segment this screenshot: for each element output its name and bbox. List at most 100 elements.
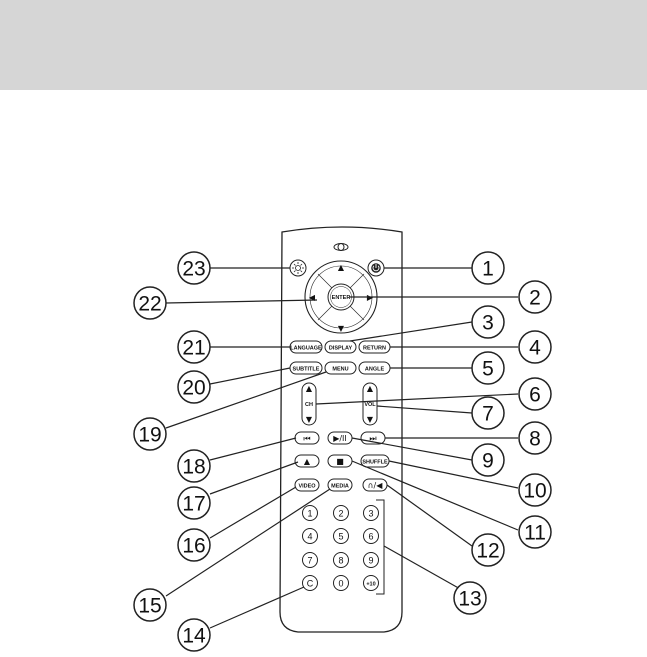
svg-text:22: 22 (138, 293, 161, 316)
up-arrow-icon: ▲ (338, 263, 345, 272)
volume-down-icon: ▼ (367, 415, 374, 424)
key-6[interactable]: 6 (364, 529, 379, 544)
channel-label: CH (305, 402, 313, 408)
down-arrow-icon: ▼ (338, 324, 345, 333)
key-2-label: 2 (338, 509, 343, 519)
callout-19: 19 (134, 418, 166, 450)
callout-8: 8 (519, 422, 551, 454)
display-button[interactable]: DISPLAY (325, 341, 356, 353)
callout-6: 6 (519, 378, 551, 410)
svg-text:21: 21 (182, 337, 205, 360)
volume-rocker[interactable]: ▲ VOL ▼ (363, 383, 377, 425)
svg-text:5: 5 (482, 358, 494, 381)
callout-17: 17 (178, 487, 210, 519)
svg-text:10: 10 (523, 480, 546, 503)
headphone-mute-icon: ∩/◀ (368, 481, 384, 490)
volume-up-icon: ▲ (367, 384, 374, 393)
power-icon (371, 263, 381, 273)
svg-text:2: 2 (529, 287, 541, 310)
callout-1: 1 (472, 252, 504, 284)
video-button[interactable]: VIDEO (295, 479, 319, 491)
video-label: VIDEO (298, 484, 316, 490)
menu-button[interactable]: MENU (325, 362, 356, 374)
callout-18: 18 (178, 450, 210, 482)
subtitle-label: SUBTITLE (293, 367, 320, 373)
callout-9: 9 (472, 444, 504, 476)
key-1[interactable]: 1 (303, 506, 318, 521)
svg-text:19: 19 (138, 424, 161, 447)
key-1-label: 1 (307, 509, 312, 519)
svg-text:13: 13 (458, 588, 481, 611)
key-0[interactable]: 0 (334, 576, 349, 591)
menu-label: MENU (332, 367, 348, 373)
eject-button[interactable]: ▲ (295, 455, 319, 467)
svg-text:8: 8 (529, 428, 541, 451)
svg-text:3: 3 (482, 312, 494, 335)
angle-button[interactable]: ANGLE (359, 362, 390, 374)
key-8[interactable]: 8 (334, 553, 349, 568)
dpad-down-button[interactable]: ▼ (338, 324, 345, 333)
svg-text:16: 16 (182, 535, 205, 558)
media-label: MEDIA (331, 484, 349, 490)
play-pause-button[interactable]: ▶/II (328, 432, 352, 444)
return-button[interactable]: RETURN (359, 341, 390, 353)
callout-11: 11 (519, 516, 551, 548)
key-7[interactable]: 7 (303, 553, 318, 568)
callout-13: 13 (454, 582, 486, 614)
svg-text:6: 6 (529, 384, 541, 407)
light-button[interactable] (290, 260, 306, 276)
angle-label: ANGLE (365, 367, 385, 373)
plus10-label: +10 (366, 582, 375, 588)
svg-text:18: 18 (182, 456, 205, 479)
media-button[interactable]: MEDIA (328, 479, 352, 491)
callout-23: 23 (178, 252, 210, 284)
headphone-mute-button[interactable]: ∩/◀ (363, 479, 387, 491)
callout-14: 14 (178, 619, 210, 651)
svg-text:17: 17 (182, 493, 205, 516)
callout-5: 5 (472, 352, 504, 384)
play-pause-icon: ▶/II (333, 434, 347, 443)
clear-label: C (307, 579, 314, 589)
svg-text:23: 23 (182, 258, 205, 281)
language-button[interactable]: LANGUAGE (290, 341, 322, 353)
svg-text:15: 15 (138, 595, 161, 618)
svg-text:14: 14 (182, 625, 206, 648)
svg-text:4: 4 (529, 337, 541, 360)
eject-icon: ▲ (304, 457, 311, 466)
key-4-label: 4 (307, 532, 312, 542)
key-8-label: 8 (338, 556, 343, 566)
callout-3: 3 (472, 306, 504, 338)
callout-4: 4 (519, 331, 551, 363)
stop-icon: ■ (336, 457, 344, 466)
svg-text:7: 7 (482, 403, 494, 426)
callout-10: 10 (519, 474, 551, 506)
key-5-label: 5 (338, 532, 343, 542)
shuffle-label: SHUFFLE (362, 460, 388, 466)
stop-button[interactable]: ■ (328, 455, 352, 467)
clear-button[interactable]: C (303, 576, 318, 591)
shuffle-button[interactable]: SHUFFLE (361, 455, 389, 467)
key-6-label: 6 (368, 532, 373, 542)
key-9[interactable]: 9 (364, 553, 379, 568)
key-4[interactable]: 4 (303, 529, 318, 544)
power-button[interactable] (368, 260, 384, 276)
callout-2: 2 (519, 281, 551, 313)
plus10-button[interactable]: +10 (364, 576, 379, 591)
channel-rocker[interactable]: ▲ CH ▼ (302, 383, 316, 425)
volume-label: VOL (364, 402, 376, 408)
callout-12: 12 (472, 534, 504, 566)
callout-15: 15 (134, 589, 166, 621)
svg-text:9: 9 (482, 450, 494, 473)
skip-back-button[interactable]: ⏮ (295, 432, 319, 444)
key-3[interactable]: 3 (364, 506, 379, 521)
subtitle-button[interactable]: SUBTITLE (290, 362, 322, 374)
callout-16: 16 (178, 529, 210, 561)
svg-text:11: 11 (524, 522, 546, 545)
channel-down-icon: ▼ (306, 415, 313, 424)
key-7-label: 7 (307, 556, 312, 566)
dpad-up-button[interactable]: ▲ (338, 263, 345, 272)
key-2[interactable]: 2 (334, 506, 349, 521)
enter-label: ENTER (332, 295, 351, 301)
key-5[interactable]: 5 (334, 529, 349, 544)
